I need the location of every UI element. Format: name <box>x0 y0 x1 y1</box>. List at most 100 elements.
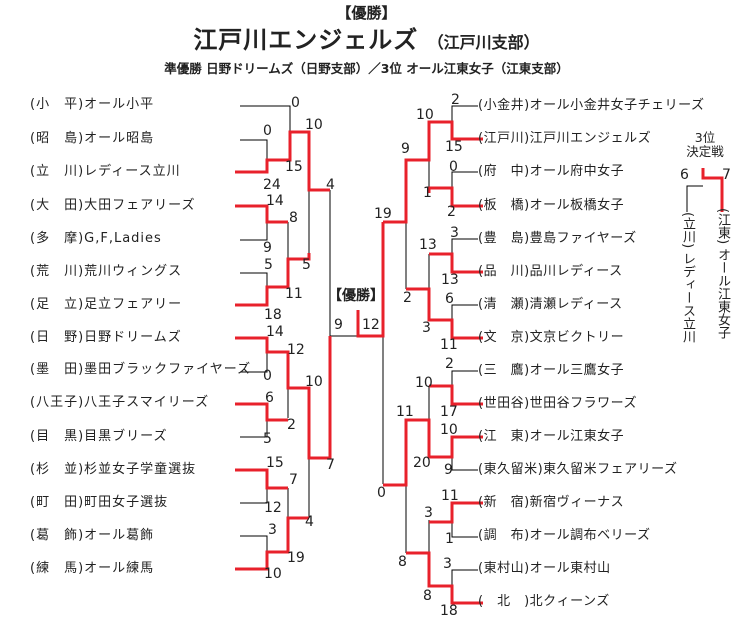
match-score: 2 <box>451 92 460 108</box>
match-score: 6 <box>445 291 454 307</box>
match-score: 14 <box>266 193 284 209</box>
match-score: 2 <box>287 417 296 433</box>
right-team-entry: (豊 島)豊島ファイヤーズ <box>478 231 637 246</box>
champion-title: 江戸川エンジェルズ （江戸川支部） <box>0 20 733 55</box>
third-place-header: 3位 決定戦 <box>678 131 732 159</box>
match-score: 19 <box>287 550 305 566</box>
right-team-entry: (清 瀬)清瀬レディース <box>478 297 623 312</box>
champion-branch: （江戸川支部） <box>427 33 540 52</box>
left-team-entry: (墨 田)墨田ブラックファイヤーズ <box>30 362 252 377</box>
final-right-score: 12 <box>362 317 380 333</box>
champion-label: 【優勝】 <box>336 4 397 22</box>
match-score: 13 <box>441 272 459 288</box>
match-score: 2 <box>447 204 456 220</box>
right-team-entry: (文 京)文京ビクトリー <box>478 330 625 345</box>
left-team-entry: (葛 飾)オール葛飾 <box>30 528 155 543</box>
right-team-entry: (小金井)オール小金井女子チェリーズ <box>478 98 705 113</box>
left-team-entry: (大 田)大田フェアリーズ <box>30 198 196 213</box>
match-score: 5 <box>302 257 311 273</box>
match-score: 7 <box>326 457 335 473</box>
left-team-entry: (小 平)オール小平 <box>30 97 155 112</box>
right-team-entry: (調 布)オール調布ベリーズ <box>478 528 651 543</box>
third-place-title-2: 決定戦 <box>686 144 724 159</box>
match-score: 3 <box>422 320 431 336</box>
match-score: 10 <box>416 107 434 123</box>
match-score: 8 <box>289 210 298 226</box>
match-score: 4 <box>305 514 314 530</box>
match-score: 10 <box>440 422 458 438</box>
match-score: 15 <box>266 455 284 471</box>
match-score: 0 <box>449 159 458 175</box>
match-score: 20 <box>413 455 431 471</box>
match-score: 0 <box>377 485 386 501</box>
third-left-team: (立川) レディース立川 <box>680 212 695 344</box>
left-team-entry: (荒 川)荒川ウィングス <box>30 264 183 279</box>
match-score: 12 <box>264 500 282 516</box>
winner-lines <box>235 120 724 605</box>
match-score: 6 <box>265 390 274 406</box>
match-score: 11 <box>285 286 303 302</box>
match-score: 24 <box>263 177 281 193</box>
match-score: 10 <box>305 117 323 133</box>
match-score: 7 <box>289 472 298 488</box>
match-score: 9 <box>263 240 272 256</box>
right-team-entry: (世田谷)世田谷フラワーズ <box>478 396 637 411</box>
match-score: 1 <box>445 531 454 547</box>
third-place-title-1: 3位 <box>694 130 716 145</box>
right-team-entry: (三 鷹)オール三鷹女子 <box>478 363 625 378</box>
left-team-entry: (町 田)町田女子選抜 <box>30 495 169 510</box>
right-team-entry: (府 中)オール府中女子 <box>478 164 625 179</box>
final-left-score: 9 <box>334 317 343 333</box>
left-team-entry: (日 野)日野ドリームズ <box>30 330 182 345</box>
match-score: 3 <box>450 225 459 241</box>
third-right-score: 7 <box>722 167 731 183</box>
match-score: 0 <box>291 95 300 111</box>
runners-up-line: 準優勝 日野ドリームズ（日野支部）／3位 オール江東女子（江東支部） <box>164 61 569 76</box>
third-left-score: 6 <box>680 167 689 183</box>
match-score: 2 <box>445 356 454 372</box>
match-score: 14 <box>266 324 284 340</box>
match-score: 0 <box>263 368 272 384</box>
left-team-entry: (八王子)八王子スマイリーズ <box>30 395 210 410</box>
match-score: 3 <box>424 505 433 521</box>
left-team-entry: (多 摩)G,F,Ladies <box>30 231 162 246</box>
match-score: 8 <box>423 588 432 604</box>
right-team-entry: (新 宿)新宿ヴィーナス <box>478 495 625 510</box>
match-score: 8 <box>398 554 407 570</box>
final-label: 【優勝】 <box>328 288 384 304</box>
match-score: 11 <box>441 488 459 504</box>
match-score: 10 <box>415 375 433 391</box>
match-score: 15 <box>445 139 463 155</box>
left-team-entry: (杉 並)杉並女子学童選抜 <box>30 462 197 477</box>
match-score: 18 <box>440 603 458 619</box>
right-team-entry: (品 川)品川レディース <box>478 264 623 279</box>
match-score: 2 <box>403 290 412 306</box>
right-team-entry: (江 東)オール江東女子 <box>478 429 625 444</box>
left-team-entry: (昭 島)オール昭島 <box>30 131 155 146</box>
third-right-team: (江東) オール江東女子 <box>715 208 730 340</box>
match-score: 4 <box>326 177 335 193</box>
match-score: 15 <box>285 159 303 175</box>
left-team-entry: (立 川)レディース立川 <box>30 164 181 179</box>
left-team-entry: (練 馬)オール練馬 <box>30 561 155 576</box>
left-team-entry: (目 黒)目黒ブリーズ <box>30 429 168 444</box>
match-score: 19 <box>374 206 392 222</box>
match-score: 9 <box>401 141 410 157</box>
match-score: 10 <box>305 374 323 390</box>
match-score: 3 <box>268 522 277 538</box>
match-score: 18 <box>264 307 282 323</box>
match-score: 11 <box>396 404 414 420</box>
match-score: 3 <box>443 556 452 572</box>
match-score: 5 <box>264 257 273 273</box>
match-score: 13 <box>419 237 437 253</box>
right-team-entry: ( 北 )北クィーンズ <box>478 594 610 609</box>
right-team-entry: (東久留米)東久留米フェアリーズ <box>478 462 678 477</box>
match-score: 9 <box>444 462 453 478</box>
left-team-entry: (足 立)足立フェアリー <box>30 297 183 312</box>
match-score: 17 <box>440 404 458 420</box>
match-score: 5 <box>263 431 272 447</box>
match-score: 12 <box>287 342 305 358</box>
right-team-entry: (東村山)オール東村山 <box>478 561 611 576</box>
match-score: 10 <box>264 566 282 582</box>
